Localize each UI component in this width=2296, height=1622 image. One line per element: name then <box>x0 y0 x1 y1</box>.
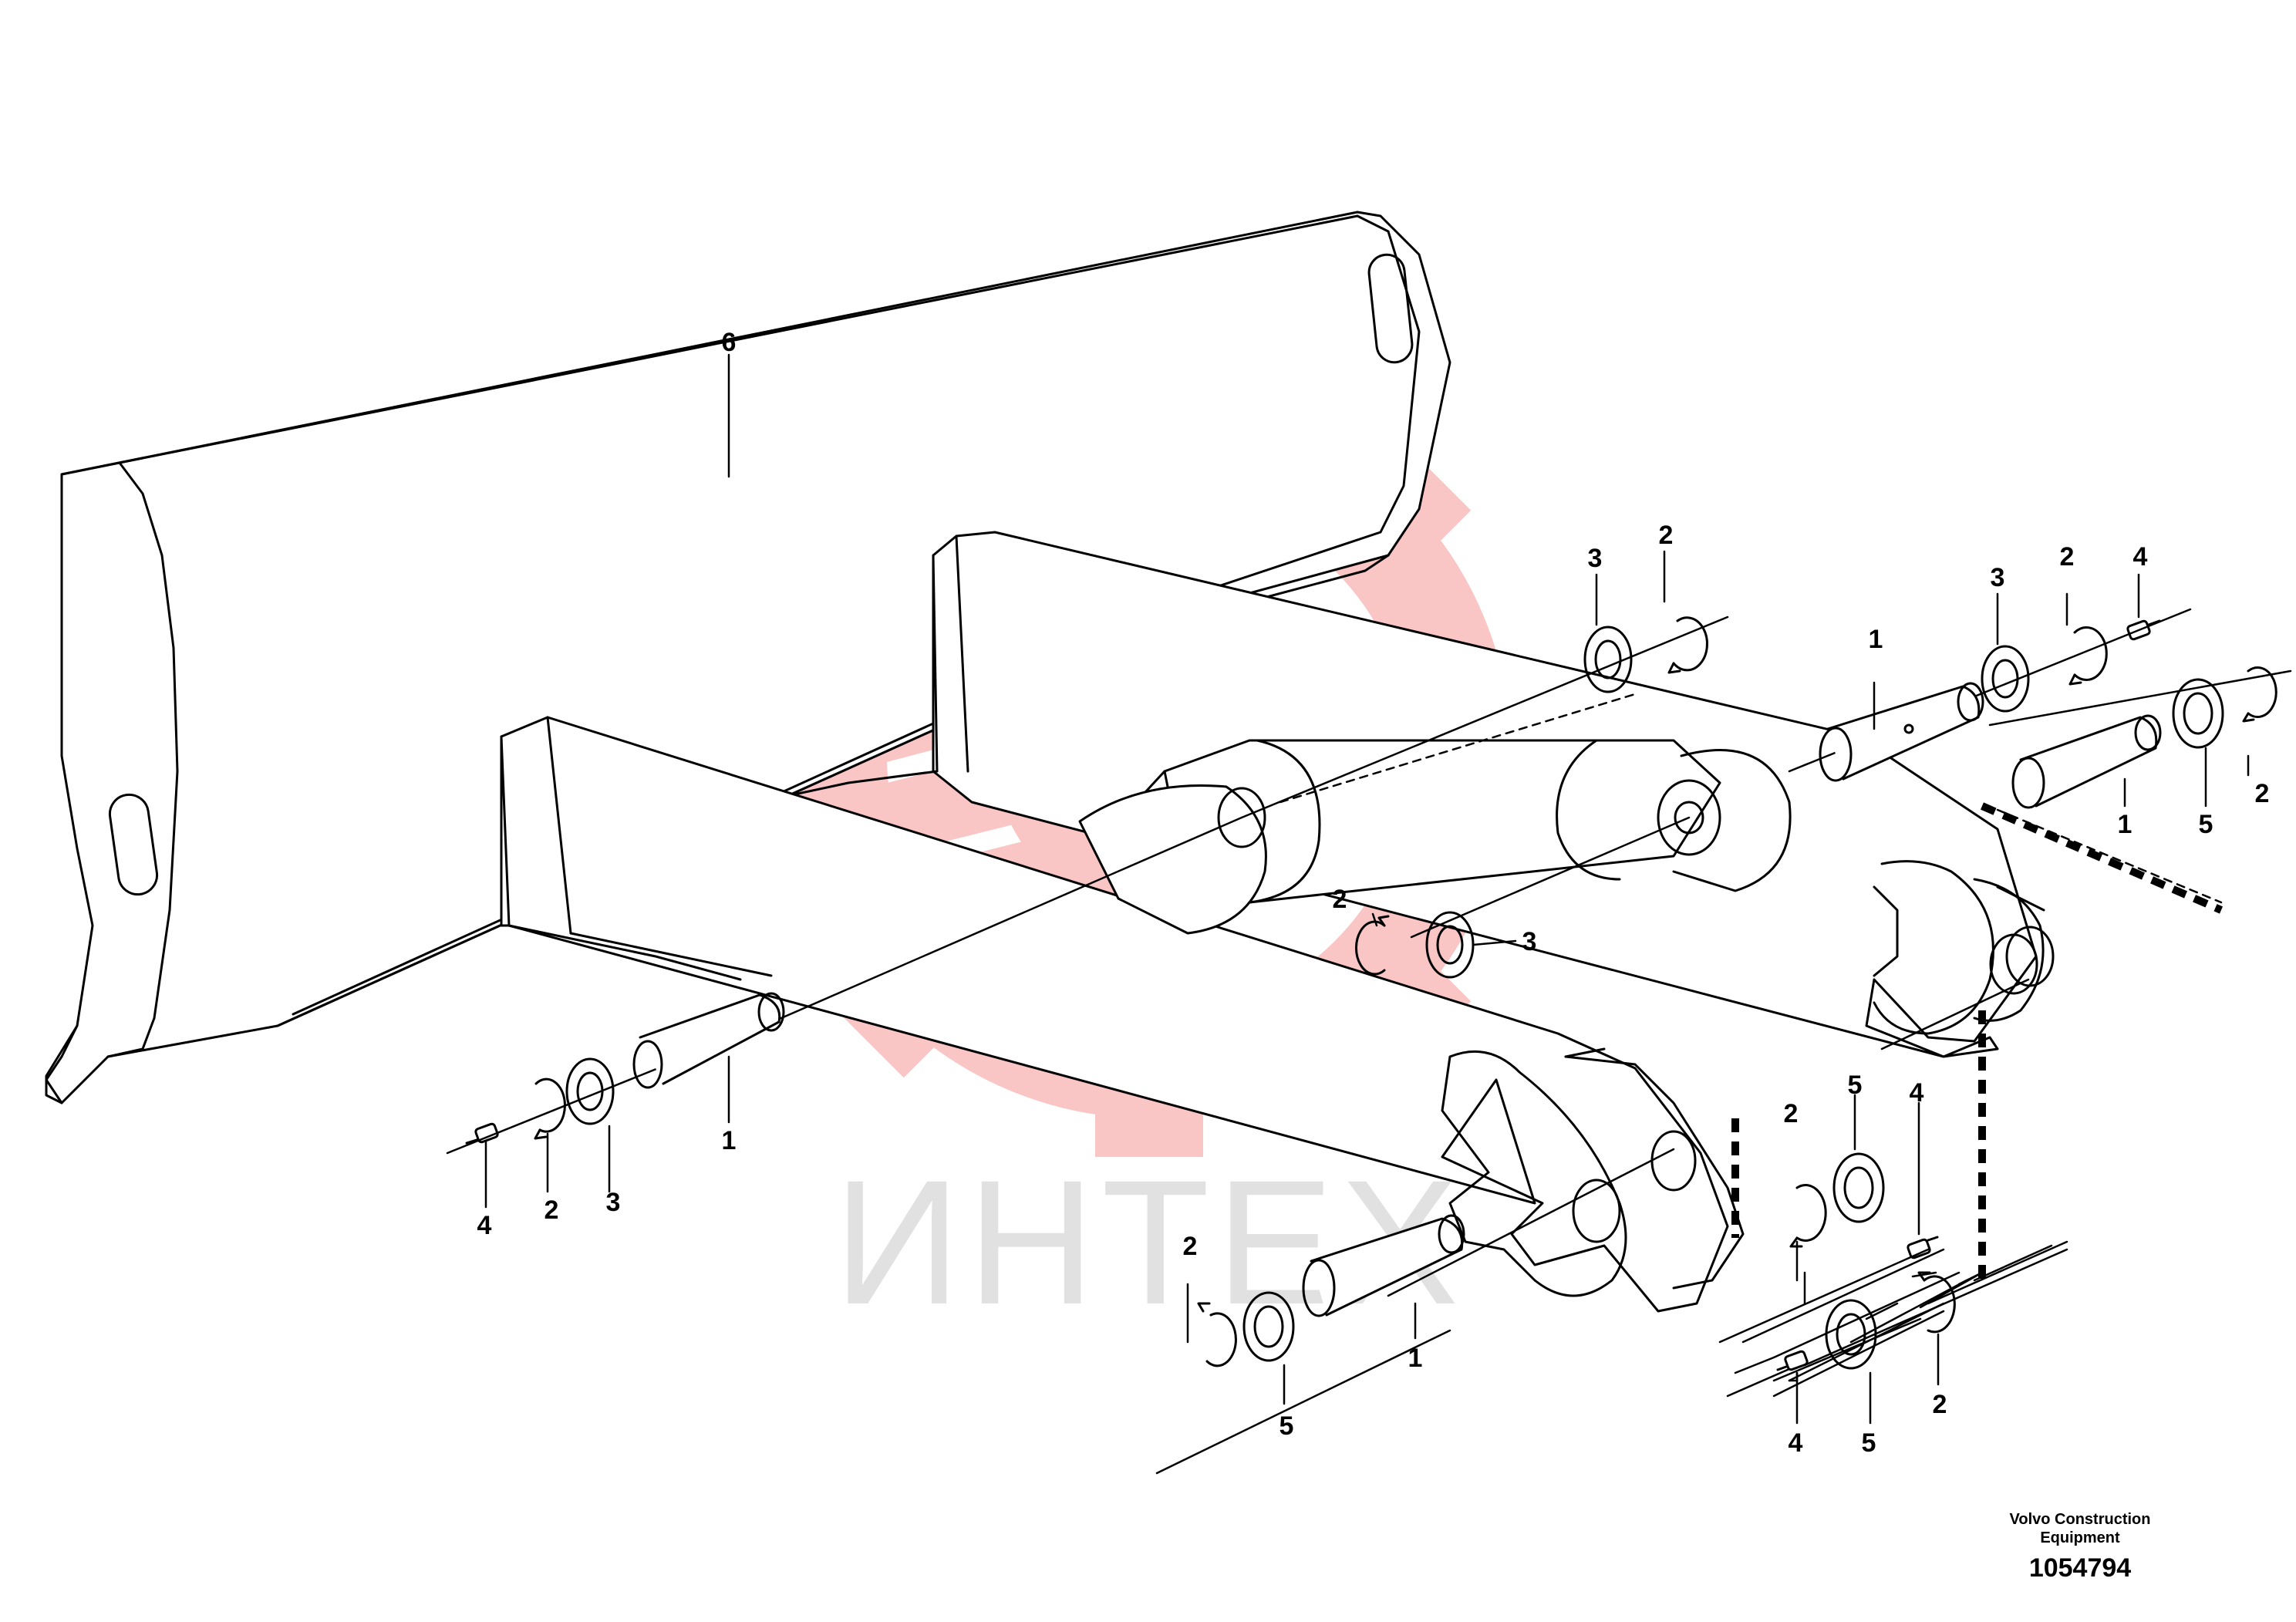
callout-3: 3 <box>1991 563 2005 592</box>
callout-5: 5 <box>1862 1428 1876 1458</box>
callout-1: 1 <box>722 1126 737 1155</box>
pin-1-left <box>632 992 785 1089</box>
circlip-2-d <box>1354 915 1390 976</box>
callout-2: 2 <box>544 1195 559 1225</box>
callout-2: 2 <box>2255 779 2270 808</box>
callout-4: 4 <box>1910 1078 1924 1108</box>
circlip-2-a <box>1667 616 1708 674</box>
callout-3: 3 <box>1588 544 1603 573</box>
callout-labels: 6 3 2 1 3 2 4 5 2 1 2 3 1 4 2 3 2 5 4 2 … <box>477 328 2270 1458</box>
washer-3-b <box>1981 645 2030 713</box>
heavy-dashed-lines <box>1731 802 2223 1280</box>
callout-6: 6 <box>722 328 737 357</box>
tilt-cylinder <box>1078 739 1792 935</box>
circlip-2-c <box>2242 666 2277 723</box>
callout-4: 4 <box>2133 542 2148 572</box>
callout-2: 2 <box>1933 1390 1947 1419</box>
grease-nipple-4-b <box>1907 1236 1939 1259</box>
washer-5-c <box>1242 1291 1295 1362</box>
callout-1: 1 <box>1408 1344 1423 1373</box>
grease-nipple-4-d <box>1776 1350 1809 1371</box>
watermark-text: ИНТЕХ <box>834 1143 1465 1341</box>
washer-3-a <box>1583 626 1633 693</box>
drawing-number: 1054794 <box>2028 1553 2132 1583</box>
callout-2: 2 <box>1659 521 1674 550</box>
callout-1: 1 <box>2118 810 2132 839</box>
grease-nipple-4-c <box>465 1122 499 1145</box>
front-push-arm <box>500 716 1745 1313</box>
publisher-credit: Volvo Construction Equipment 1054794 <box>1941 1510 2219 1583</box>
circlip-2-f <box>1789 1184 1827 1248</box>
company-name-line1: Volvo Construction <box>2009 1511 2151 1528</box>
leader-lines <box>446 353 2292 1475</box>
callout-3: 3 <box>1522 927 1537 956</box>
company-name-line2: Equipment <box>2040 1529 2120 1546</box>
washer-5-a <box>2172 678 2224 749</box>
callout-4: 4 <box>477 1211 492 1240</box>
callout-5: 5 <box>2199 810 2213 839</box>
circlip-2-g <box>1197 1302 1237 1367</box>
washer-5-b <box>1832 1152 1885 1223</box>
callout-2: 2 <box>1333 885 1347 914</box>
callout-4: 4 <box>1789 1428 1803 1458</box>
grease-nipple-4-a <box>2126 619 2161 641</box>
pin-1-center <box>1302 1214 1465 1317</box>
callout-5: 5 <box>1848 1071 1863 1100</box>
callout-2: 2 <box>2060 542 2075 572</box>
callout-3: 3 <box>606 1188 621 1217</box>
callout-2: 2 <box>1183 1232 1198 1261</box>
callout-5: 5 <box>1279 1411 1294 1441</box>
pin-1-upper-right <box>1819 682 1984 782</box>
circlip-2-h <box>1917 1271 1956 1334</box>
washer-3-d <box>565 1057 615 1125</box>
circlip-2-b <box>2068 626 2108 686</box>
washer-5-d <box>1825 1299 1877 1370</box>
circlip-2-e <box>534 1077 566 1140</box>
callout-lines <box>484 550 2250 1425</box>
callout-1: 1 <box>1869 625 1883 654</box>
pin-1-lower-right <box>2011 714 2162 809</box>
callout-2: 2 <box>1784 1099 1799 1128</box>
dashed-leader-lines <box>1279 693 2223 904</box>
